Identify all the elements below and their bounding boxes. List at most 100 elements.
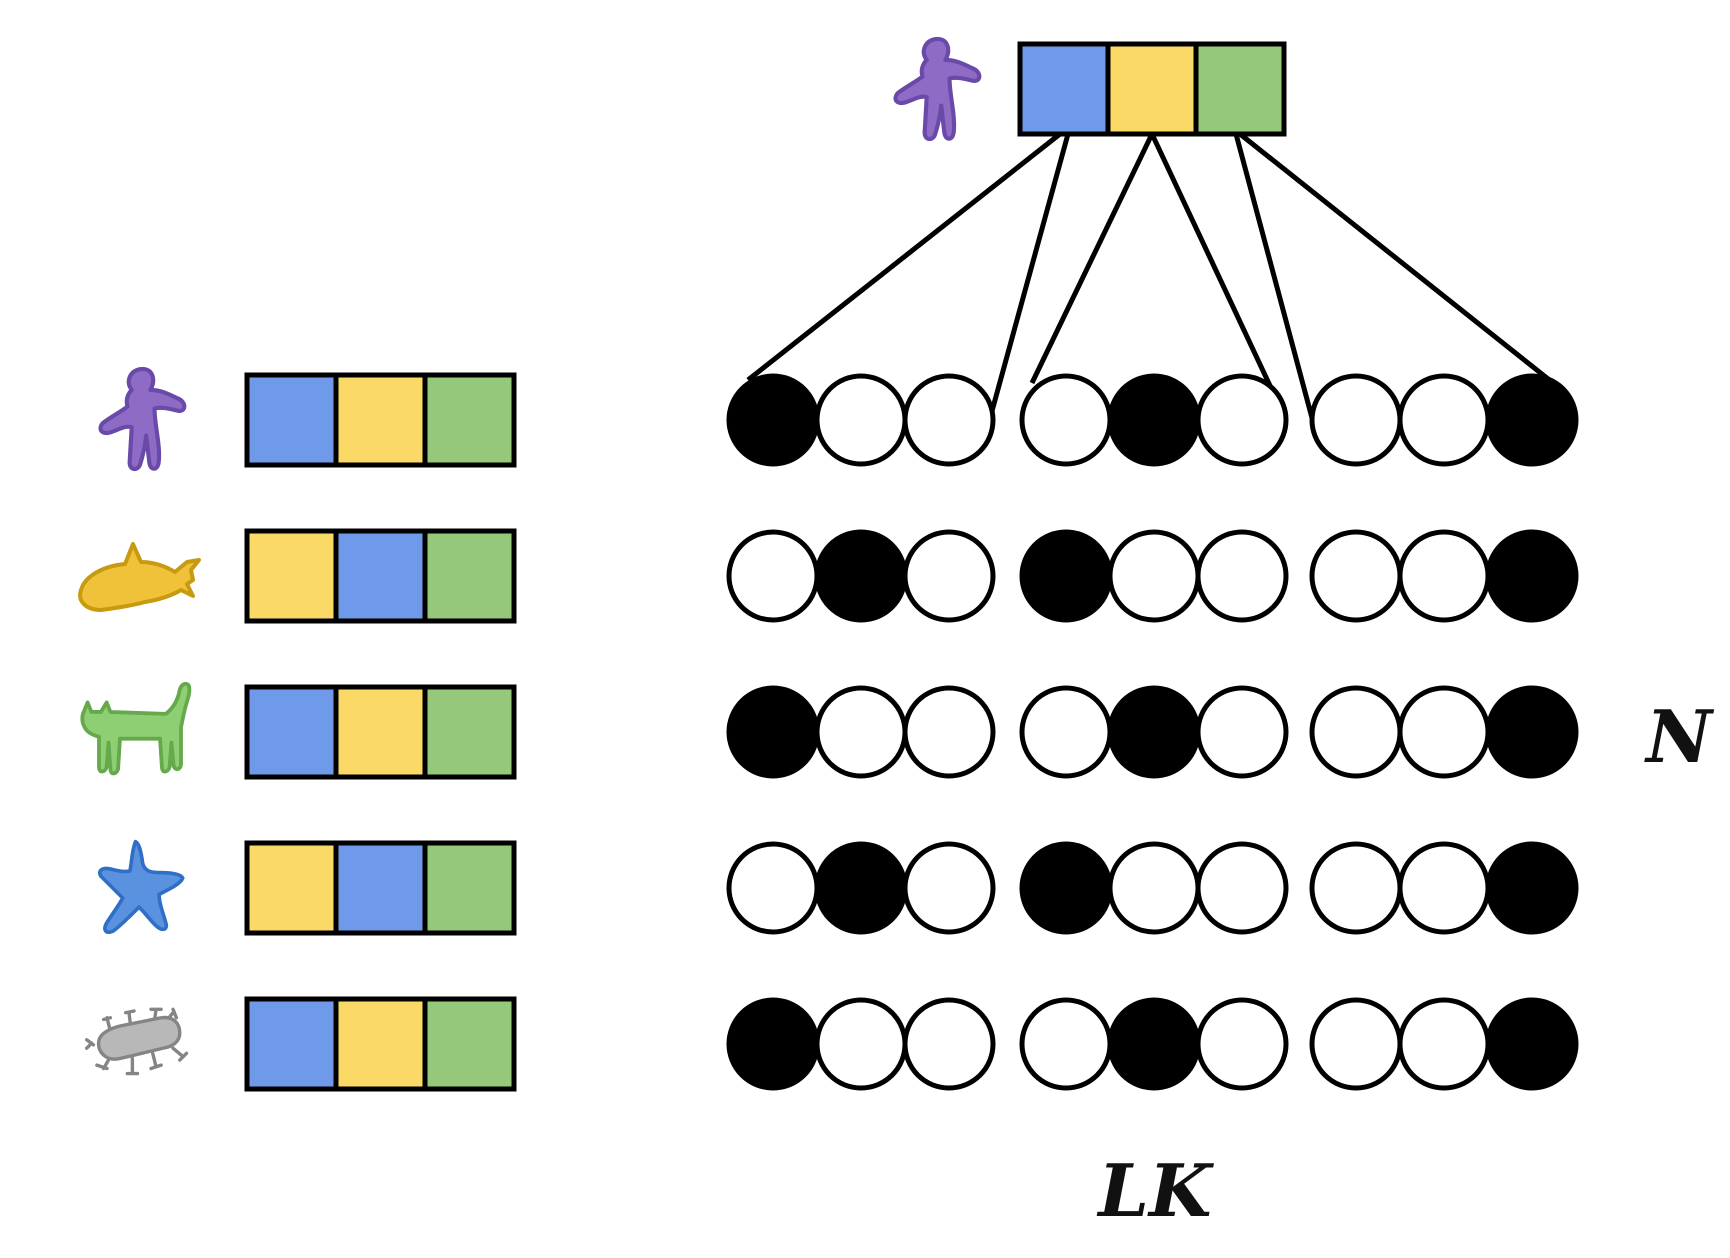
dog-icon [80,681,192,776]
top-item [896,39,1287,139]
empty-bit [1019,373,1113,467]
blue-box [244,996,339,1092]
filled-bit [726,997,820,1091]
empty-bit [1195,997,1289,1091]
empty-bit [1019,685,1113,779]
yellow-box [333,372,428,468]
blue-box [1017,41,1111,137]
filled-bit [1019,529,1113,623]
connector-line [746,132,1062,382]
empty-bit [1107,529,1201,623]
connector-line [1233,133,1315,419]
top-color-boxes [1017,41,1287,137]
row-color-boxes [244,528,517,624]
empty-bit [1309,997,1403,1091]
empty-bit [726,841,820,935]
row-color-boxes [244,840,517,936]
empty-bit [902,373,996,467]
yellow-box [333,996,428,1092]
yellow-box [244,840,339,936]
filled-bit [726,685,820,779]
connector-lines [746,132,1564,423]
empty-bit [1309,685,1403,779]
person-icon [101,369,185,469]
green-box [422,996,517,1092]
connector-line [986,133,1071,423]
filled-bit [1019,841,1113,935]
green-box [422,528,517,624]
columns-label: LK [1096,1148,1214,1233]
bit-grid [726,373,1579,1091]
filled-bit [1107,373,1201,467]
empty-bit [814,373,908,467]
row-color-boxes [244,996,517,1092]
blue-box [333,840,428,936]
filled-bit [1485,997,1579,1091]
empty-bit [1019,997,1113,1091]
filled-bit [1485,373,1579,467]
filled-bit [1485,841,1579,935]
person-icon-shape [896,39,980,139]
item-rows [78,369,517,1092]
connector-line [1238,132,1564,392]
green-box [422,372,517,468]
yellow-box [244,528,339,624]
empty-bit [814,685,908,779]
bit-row [726,373,1579,467]
empty-bit [1309,373,1403,467]
filled-bit [1107,997,1201,1091]
filled-bit [814,529,908,623]
row-color-boxes [244,372,517,468]
empty-bit [814,997,908,1091]
blue-box [244,372,339,468]
empty-bit [1397,997,1491,1091]
empty-bit [902,997,996,1091]
bit-row [726,997,1579,1091]
empty-bit [902,529,996,623]
bit-row [726,841,1579,935]
blue-box [333,528,428,624]
yellow-box [1105,41,1199,137]
green-box [1193,41,1287,137]
fish-icon [78,542,201,612]
rows-label: N [1644,694,1715,779]
dog-icon-shape [80,681,192,776]
empty-bit [902,841,996,935]
person-icon-shape [101,369,185,469]
empty-bit [1195,529,1289,623]
item-row [80,681,517,780]
filled-bit [726,373,820,467]
green-box [422,840,517,936]
connector-line [1029,132,1155,385]
empty-bit [1397,685,1491,779]
bug-icon-shape [85,1007,189,1076]
filled-bit [1485,685,1579,779]
connector-line [1149,132,1275,392]
item-row [78,528,517,624]
empty-bit [1397,373,1491,467]
empty-bit [1107,841,1201,935]
item-row [97,839,517,936]
bit-row [726,685,1579,779]
filled-bit [814,841,908,935]
empty-bit [1195,685,1289,779]
empty-bit [1309,529,1403,623]
row-color-boxes [244,684,517,780]
starfish-icon-shape [97,839,185,935]
yellow-box [333,684,428,780]
bit-row [726,529,1579,623]
person-icon [896,39,980,139]
item-row [85,996,517,1092]
empty-bit [1309,841,1403,935]
empty-bit [1195,841,1289,935]
item-row [101,369,517,469]
empty-bit [1397,529,1491,623]
filled-bit [1485,529,1579,623]
empty-bit [1397,841,1491,935]
green-box [422,684,517,780]
empty-bit [1195,373,1289,467]
blue-box [244,684,339,780]
starfish-icon [97,839,185,935]
bug-icon [85,1007,189,1076]
